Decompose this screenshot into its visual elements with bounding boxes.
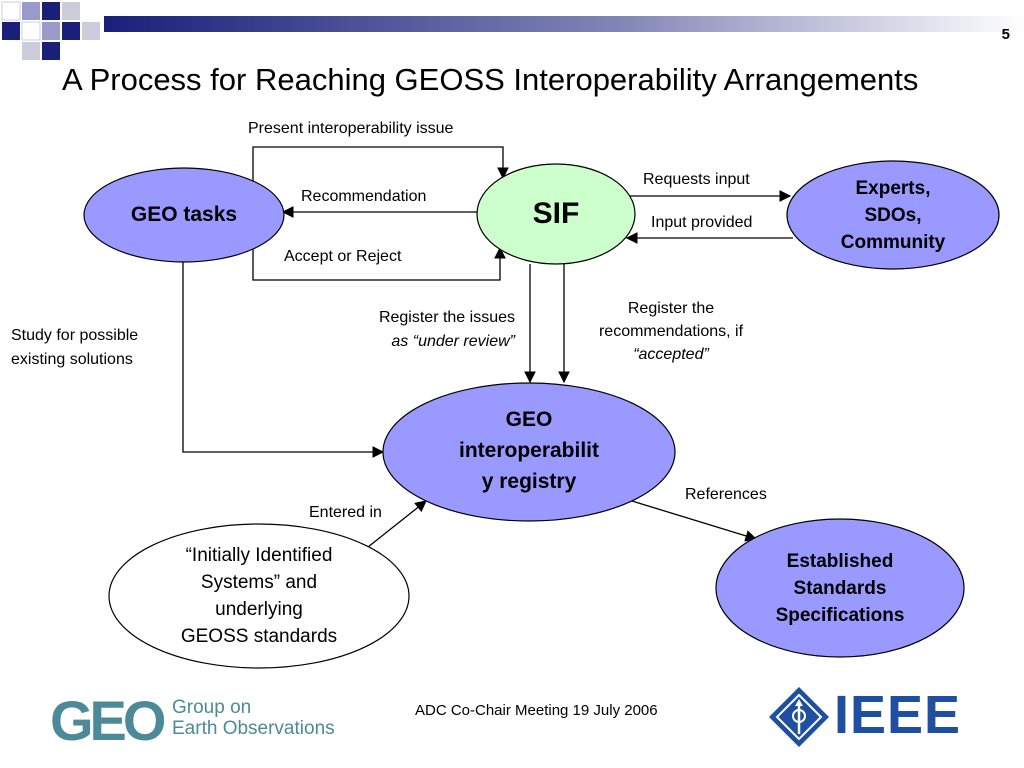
study-label-line: Study for possible [11, 327, 139, 344]
sif-node: SIF [477, 189, 635, 239]
geo-org-name: Group on Earth Observations [172, 697, 335, 739]
initial-systems-label-line: underlying [215, 599, 303, 620]
initial-systems-label-line: “Initially Identified [185, 545, 333, 566]
study-label-line: existing solutions [11, 351, 133, 368]
experts-node-shape [786, 160, 1000, 270]
standards-node: Established Standards Specifications [716, 545, 964, 631]
registry-label-line: GEO [505, 407, 553, 431]
ieee-logo-text: IEEE [834, 685, 962, 745]
initial-systems-node: “Initially Identified Systems” and under… [119, 540, 399, 652]
initial-systems-node-shape [108, 523, 410, 669]
study-connector [182, 260, 385, 458]
references-label: References [685, 486, 767, 503]
standards-label-line: Standards [793, 577, 887, 599]
accept-reject-label: Accept or Reject [284, 248, 402, 265]
ieee-diamond-icon [769, 687, 829, 747]
experts-label-line: Community [840, 231, 946, 253]
geo-org-line: Group on [172, 697, 252, 718]
recommendation-label: Recommendation [301, 188, 427, 205]
present-issue-label: Present interoperability issue [248, 120, 454, 137]
standards-label-line: Established [786, 550, 894, 572]
sif-node-shape [476, 163, 636, 265]
register-recs-line: “accepted” [633, 346, 709, 363]
geo-tasks-node: GEO tasks [84, 190, 284, 240]
register-recommendations-label: Register the recommendations, if “accept… [576, 297, 766, 366]
input-provided-label: Input provided [651, 214, 753, 231]
references-connector [631, 500, 758, 542]
registry-node: GEO interoperabilit y registry [400, 400, 658, 500]
register-recs-line: Register the [627, 300, 715, 317]
register-issues-line: Register the issues [378, 309, 515, 326]
register-issues-line: as “under review” [391, 333, 515, 350]
footer-meeting-text: ADC Co-Chair Meeting 19 July 2006 [415, 702, 658, 719]
page-number: 5 [1001, 26, 1010, 43]
register-issues-label: Register the issues as “under review” [339, 306, 515, 354]
entered-in-connector [367, 500, 427, 548]
experts-node: Experts, SDOs, Community [787, 170, 999, 260]
registry-node-shape [382, 382, 676, 522]
standards-label-line: Specifications [775, 604, 905, 626]
slide-title: A Process for Reaching GEOSS Interoperab… [62, 62, 919, 97]
registry-label-line: y registry [481, 469, 577, 493]
header-squares-decoration [1, 1, 100, 60]
standards-node-shape [715, 518, 965, 658]
geo-logo: GEO [50, 690, 165, 746]
experts-label-line: Experts, [855, 177, 931, 199]
initial-systems-label-line: Systems” and [200, 572, 318, 593]
entered-in-label: Entered in [309, 504, 382, 521]
geo-logo-text: GEO [50, 690, 165, 746]
experts-label-line: SDOs, [864, 204, 922, 226]
initial-systems-label-line: GEOSS standards [180, 626, 338, 647]
requests-input-label: Requests input [643, 171, 750, 188]
register-recs-line: recommendations, if [598, 323, 744, 340]
geo-tasks-node-shape [83, 167, 285, 263]
registry-label-line: interoperabilit [458, 438, 600, 462]
study-label: Study for possible existing solutions [11, 324, 138, 372]
header-gradient-stripe [104, 16, 1024, 32]
header-bar [1, 1, 1024, 60]
sif-label: SIF [532, 197, 580, 230]
geo-org-line: Earth Observations [172, 718, 335, 739]
geo-tasks-label: GEO tasks [130, 203, 238, 226]
